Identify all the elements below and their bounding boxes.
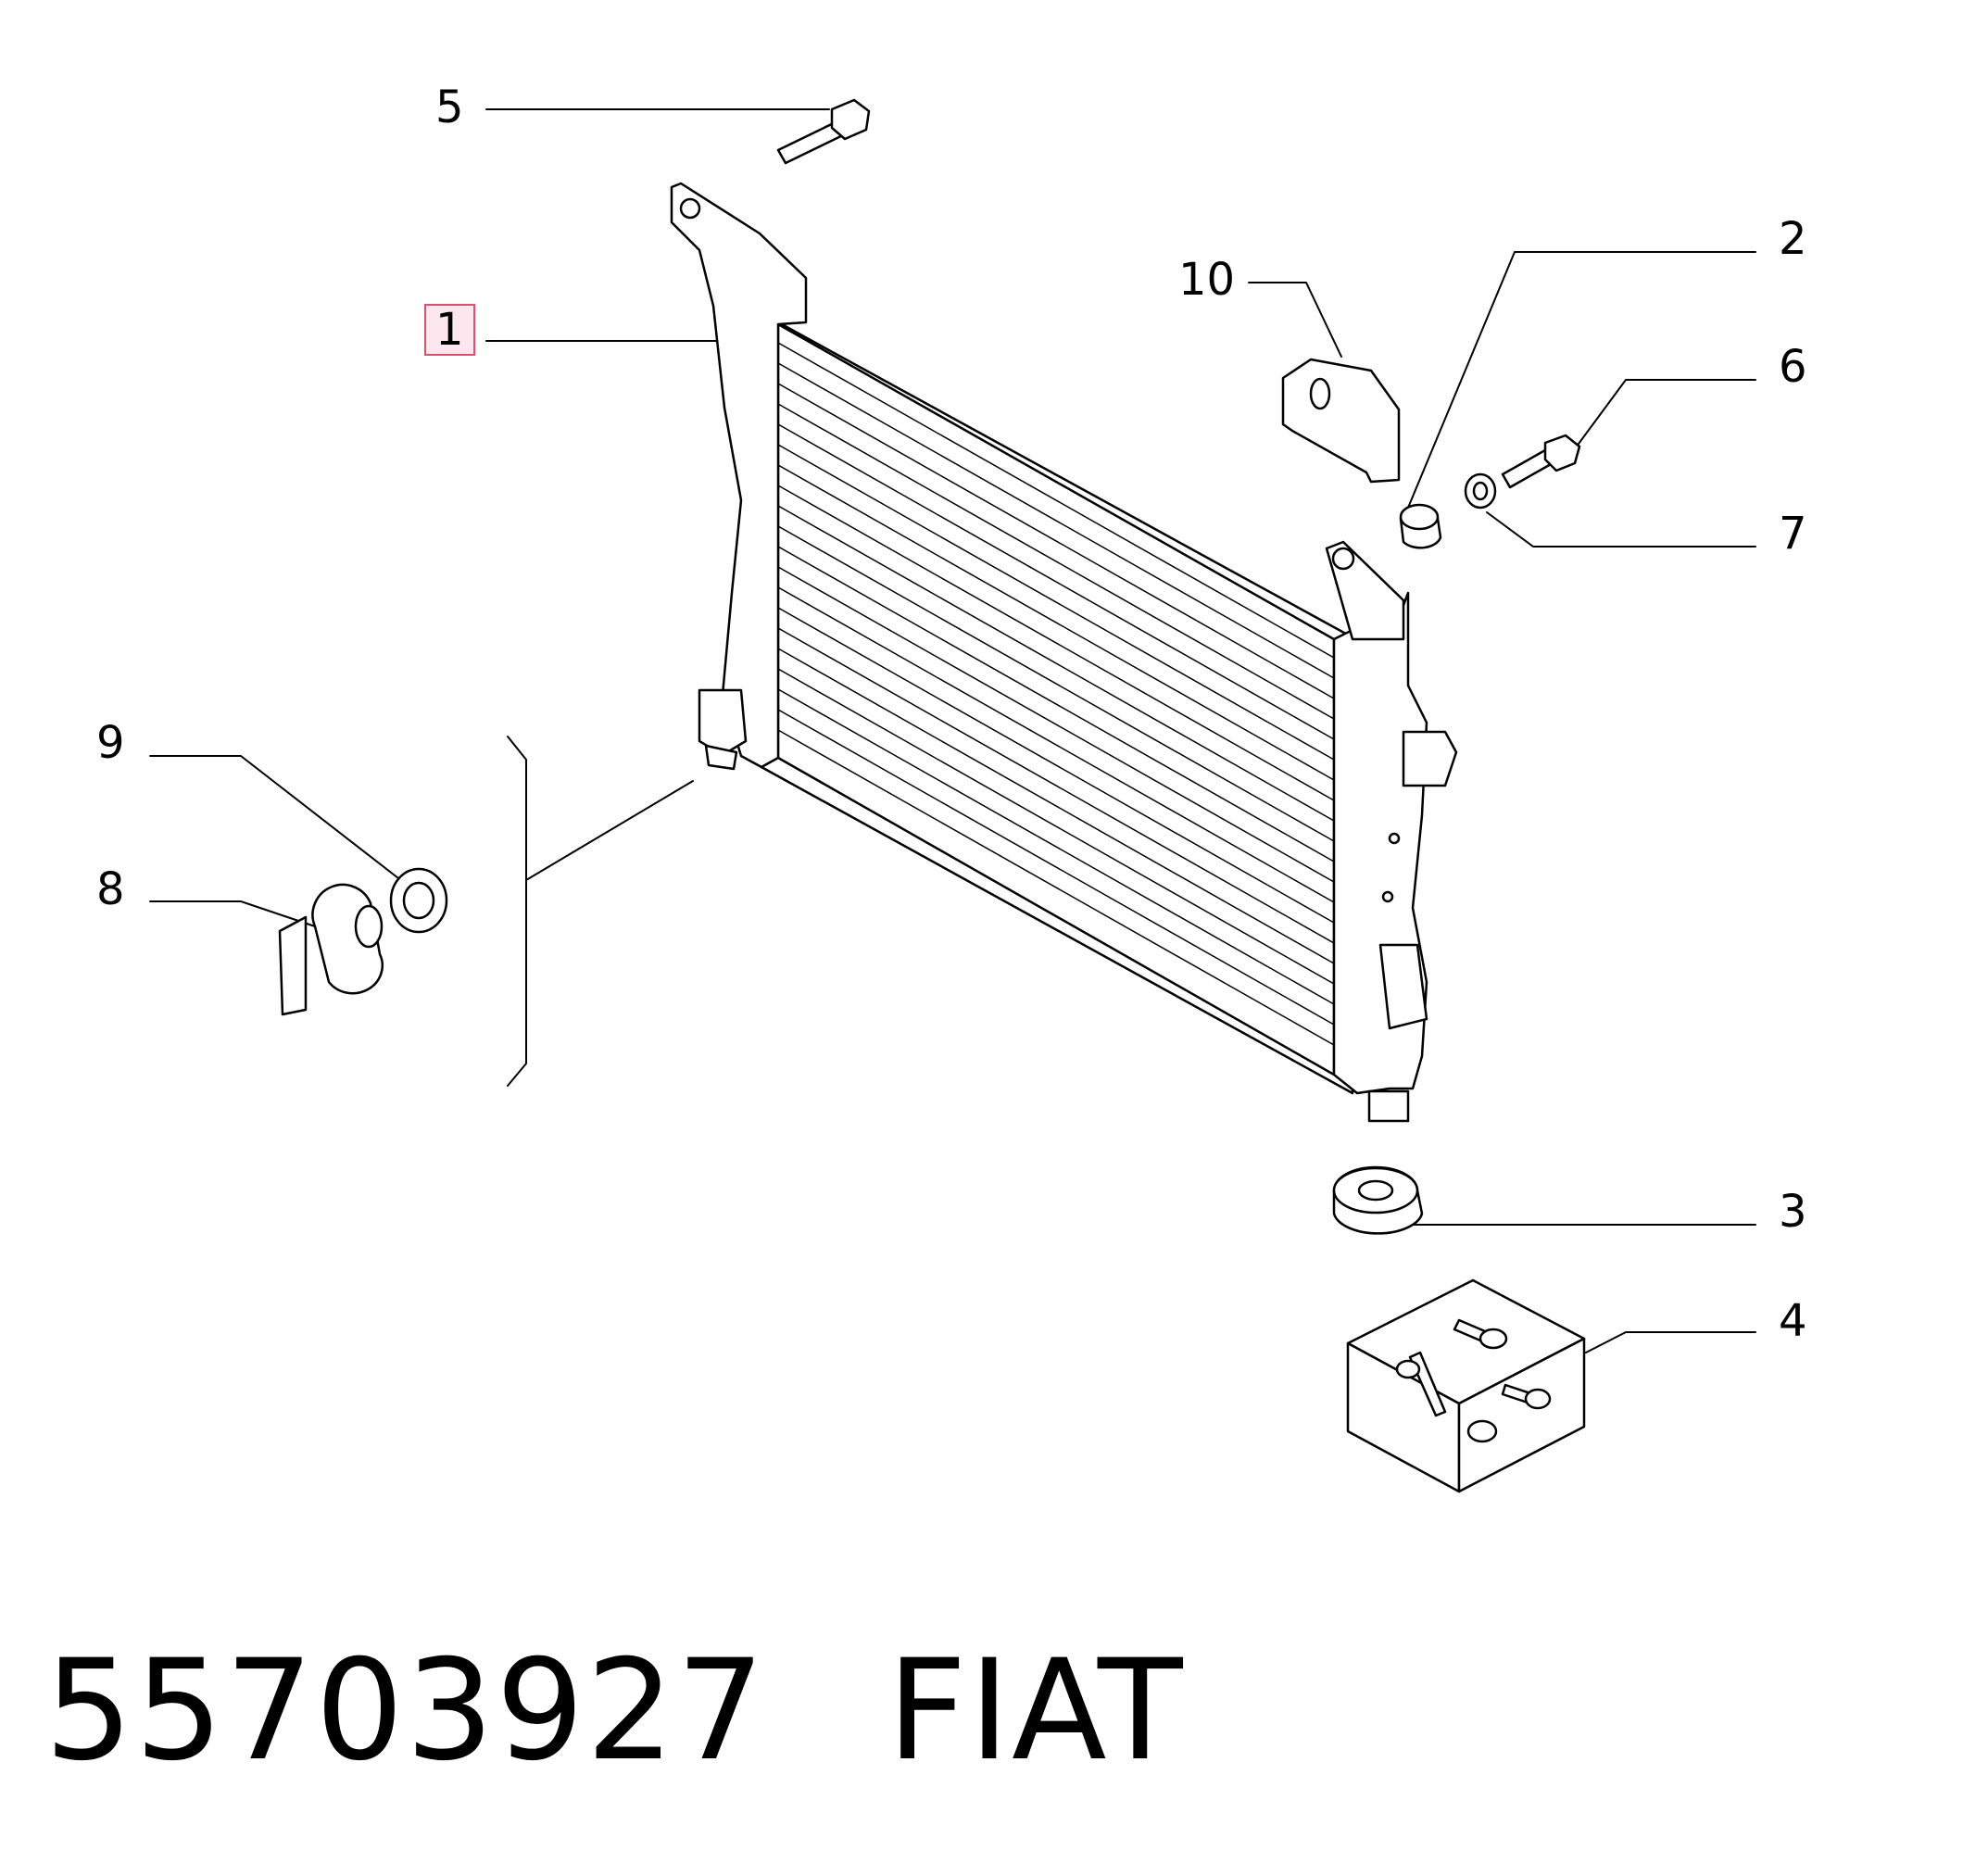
callout-4: 4 xyxy=(1779,1295,1807,1347)
drain-plug-8 xyxy=(278,883,384,1016)
callout-10: 10 xyxy=(1178,254,1236,306)
caption: 55703927 FIAT xyxy=(44,1630,1185,1792)
callout-7: 7 xyxy=(1779,508,1807,560)
callout-3: 3 xyxy=(1779,1186,1807,1238)
seal-9 xyxy=(389,867,448,934)
mount-3 xyxy=(1332,1165,1424,1235)
radiator-fins xyxy=(777,342,1335,1046)
part-number: 55703927 xyxy=(44,1630,767,1792)
callout-2: 2 xyxy=(1779,213,1807,265)
grommet-2 xyxy=(1399,503,1442,549)
left-tank xyxy=(670,182,808,771)
radiator-core xyxy=(760,311,1354,1095)
bolt-6 xyxy=(1501,434,1581,489)
right-tank xyxy=(1325,540,1458,1123)
bolt-5 xyxy=(776,98,871,165)
brand-name: FIAT xyxy=(887,1630,1185,1792)
callout-9: 9 xyxy=(96,717,125,769)
washer-7 xyxy=(1464,472,1497,510)
kit-box-4 xyxy=(1346,1278,1586,1493)
cover-10 xyxy=(1281,358,1401,484)
leader-lines xyxy=(149,108,1756,1353)
callout-5: 5 xyxy=(435,82,464,133)
callout-8: 8 xyxy=(96,863,125,915)
callout-1-highlighted: 1 xyxy=(424,304,475,356)
callout-6: 6 xyxy=(1779,341,1807,393)
